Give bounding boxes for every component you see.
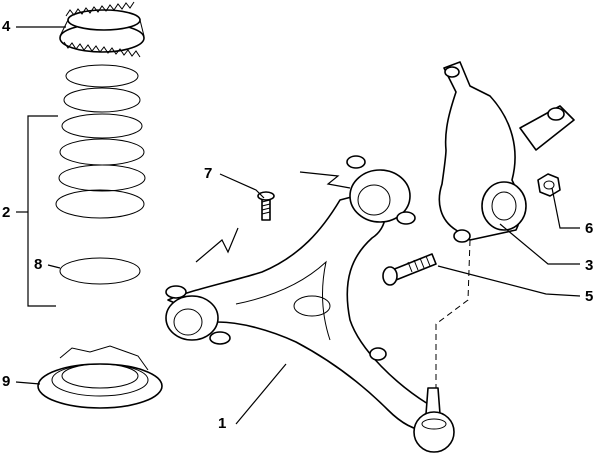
explode-arrows	[195, 171, 351, 263]
callout-7: 7	[204, 165, 213, 182]
leader-lines	[15, 26, 581, 425]
callout-2: 2	[2, 204, 11, 221]
callout-1: 1	[218, 415, 227, 432]
spring-lower-seat	[37, 345, 163, 409]
long-bolt	[382, 253, 437, 286]
callout-5: 5	[585, 288, 594, 305]
callout-4: 4	[2, 18, 11, 35]
spring-top-seat	[59, 1, 145, 58]
callout-6: 6	[585, 220, 594, 237]
small-bolt	[257, 191, 275, 221]
nut	[537, 173, 561, 197]
assembly-axes	[435, 239, 471, 388]
callout-3: 3	[585, 257, 594, 274]
callout-8: 8	[34, 256, 43, 273]
coil-spring	[55, 64, 146, 219]
callout-9: 9	[2, 373, 11, 390]
spring-ring	[59, 257, 141, 285]
steering-knuckle	[438, 61, 575, 243]
lower-control-arm	[165, 155, 455, 453]
